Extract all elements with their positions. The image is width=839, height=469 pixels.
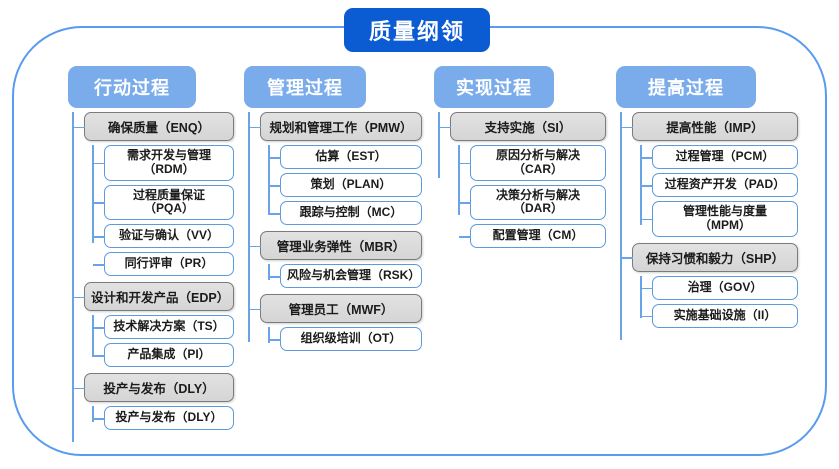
practice-area-box[interactable]: 需求开发与管理（RDM） bbox=[93, 145, 234, 181]
group-children: 估算（EST） 策划（PLAN） 跟踪与控制（MC） bbox=[260, 145, 422, 225]
practice-area-box[interactable]: 管理性能与度量（MPM） bbox=[641, 201, 798, 237]
process-group: 确保质量（ENQ） 需求开发与管理（RDM）过程质量保证（PQA） 验证与确认（VV… bbox=[73, 112, 234, 277]
process-group: 设计和开发产品（EDP） 技术解决方案（TS） 产品集成（PI） bbox=[73, 282, 234, 368]
practice-area-box[interactable]: 过程质量保证（PQA） bbox=[93, 184, 234, 221]
group-children: 原因分析与解决（CAR）决策分析与解决（DAR） 配置管理（CM） bbox=[450, 145, 606, 249]
practice-area-box[interactable]: 风险与机会管理（RSK） bbox=[269, 264, 422, 288]
practice-area-box[interactable]: 策划（PLAN） bbox=[269, 173, 422, 197]
process-group: 管理员工（MWF） 组织级培训（OT） bbox=[249, 294, 422, 351]
process-column: 实现过程支持实施（SI） 原因分析与解决（CAR）决策分析与解决（DAR） 配置管理… bbox=[428, 66, 606, 254]
column-body: 确保质量（ENQ） 需求开发与管理（RDM）过程质量保证（PQA） 验证与确认（VV… bbox=[62, 112, 234, 442]
process-column: 管理过程规划和管理工作（PMW） 估算（EST） 策划（PLAN） 跟踪与控制（MC）… bbox=[238, 66, 422, 357]
connector-trunk bbox=[640, 275, 642, 318]
group-box[interactable]: 管理员工（MWF） bbox=[249, 294, 422, 323]
column-body: 提高性能（IMP） 过程管理（PCM） 过程资产开发（PAD） 管理性能与度量（MPM… bbox=[610, 112, 798, 340]
process-group: 规划和管理工作（PMW） 估算（EST） 策划（PLAN） 跟踪与控制（MC） bbox=[249, 112, 422, 225]
column-body: 规划和管理工作（PMW） 估算（EST） 策划（PLAN） 跟踪与控制（MC） 管理业务… bbox=[238, 112, 422, 351]
practice-area-box[interactable]: 组织级培训（OT） bbox=[269, 327, 422, 351]
group-children: 过程管理（PCM） 过程资产开发（PAD） 管理性能与度量（MPM） bbox=[632, 145, 798, 237]
practice-area-box[interactable]: 投产与发布（DLY） bbox=[93, 406, 234, 431]
column-header[interactable]: 行动过程 bbox=[68, 66, 196, 108]
practice-area-box[interactable]: 治理（GOV） bbox=[641, 275, 798, 300]
group-children: 投产与发布（DLY） bbox=[84, 406, 234, 431]
group-box[interactable]: 支持实施（SI） bbox=[439, 112, 606, 141]
practice-area-box[interactable]: 决策分析与解决（DAR） bbox=[459, 184, 606, 221]
column-body: 支持实施（SI） 原因分析与解决（CAR）决策分析与解决（DAR） 配置管理（CM） bbox=[428, 112, 606, 249]
connector-trunk bbox=[248, 112, 250, 342]
practice-area-box[interactable]: 验证与确认（VV） bbox=[93, 224, 234, 249]
process-group: 投产与发布（DLY） 投产与发布（DLY） bbox=[73, 373, 234, 431]
connector-trunk bbox=[268, 327, 270, 343]
group-box[interactable]: 确保质量（ENQ） bbox=[73, 112, 234, 141]
group-children: 组织级培训（OT） bbox=[260, 327, 422, 351]
connector-trunk bbox=[620, 112, 622, 340]
practice-area-box[interactable]: 过程资产开发（PAD） bbox=[641, 173, 798, 197]
connector-trunk bbox=[268, 264, 270, 280]
process-group: 提高性能（IMP） 过程管理（PCM） 过程资产开发（PAD） 管理性能与度量（MPM… bbox=[621, 112, 798, 237]
process-group: 保持习惯和毅力（SHP） 治理（GOV） 实施基础设施（II） bbox=[621, 242, 798, 328]
practice-area-box[interactable]: 实施基础设施（II） bbox=[641, 303, 798, 328]
group-box[interactable]: 投产与发布（DLY） bbox=[73, 373, 234, 403]
group-children: 风险与机会管理（RSK） bbox=[260, 264, 422, 288]
process-column: 行动过程确保质量（ENQ） 需求开发与管理（RDM）过程质量保证（PQA） 验证与确… bbox=[62, 66, 234, 442]
group-box[interactable]: 设计和开发产品（EDP） bbox=[73, 282, 234, 312]
process-group: 管理业务弹性（MBR） 风险与机会管理（RSK） bbox=[249, 231, 422, 288]
column-header[interactable]: 管理过程 bbox=[244, 66, 366, 108]
connector-trunk bbox=[92, 406, 94, 423]
group-box[interactable]: 保持习惯和毅力（SHP） bbox=[621, 242, 798, 272]
connector-trunk bbox=[92, 145, 94, 243]
column-header[interactable]: 提高过程 bbox=[616, 66, 756, 108]
connector-trunk bbox=[438, 112, 440, 178]
column-header[interactable]: 实现过程 bbox=[434, 66, 554, 108]
connector-trunk bbox=[92, 315, 94, 358]
practice-area-box[interactable]: 跟踪与控制（MC） bbox=[269, 201, 422, 225]
connector-trunk bbox=[640, 145, 642, 225]
group-children: 需求开发与管理（RDM）过程质量保证（PQA） 验证与确认（VV） 同行评审（PR） bbox=[84, 145, 234, 277]
diagram-title: 质量纲领 bbox=[344, 8, 490, 52]
group-children: 治理（GOV） 实施基础设施（II） bbox=[632, 275, 798, 328]
practice-area-box[interactable]: 配置管理（CM） bbox=[459, 224, 606, 249]
group-children: 技术解决方案（TS） 产品集成（PI） bbox=[84, 315, 234, 368]
practice-area-box[interactable]: 产品集成（PI） bbox=[93, 343, 234, 368]
connector-trunk bbox=[458, 145, 460, 215]
group-box[interactable]: 管理业务弹性（MBR） bbox=[249, 231, 422, 260]
practice-area-box[interactable]: 过程管理（PCM） bbox=[641, 145, 798, 169]
process-group: 支持实施（SI） 原因分析与解决（CAR）决策分析与解决（DAR） 配置管理（CM） bbox=[439, 112, 606, 249]
connector-trunk bbox=[72, 112, 74, 442]
process-column: 提高过程提高性能（IMP） 过程管理（PCM） 过程资产开发（PAD） 管理性能与度量… bbox=[610, 66, 798, 340]
practice-area-box[interactable]: 原因分析与解决（CAR） bbox=[459, 145, 606, 181]
group-box[interactable]: 规划和管理工作（PMW） bbox=[249, 112, 422, 141]
practice-area-box[interactable]: 技术解决方案（TS） bbox=[93, 315, 234, 340]
group-box[interactable]: 提高性能（IMP） bbox=[621, 112, 798, 141]
practice-area-box[interactable]: 同行评审（PR） bbox=[93, 252, 234, 277]
practice-area-box[interactable]: 估算（EST） bbox=[269, 145, 422, 169]
connector-trunk bbox=[268, 145, 270, 215]
